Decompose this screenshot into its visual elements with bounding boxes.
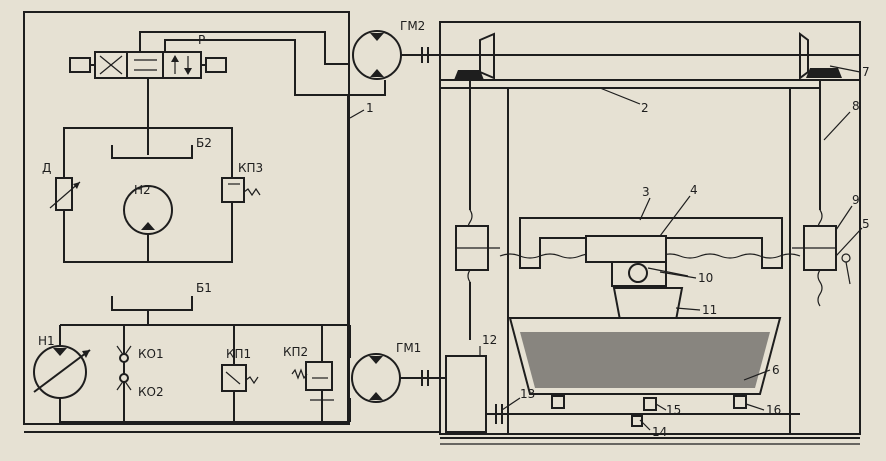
hydraulic-circuit: Р Б2 Н2 Д КП3 Б1 — [23, 11, 446, 433]
label-b2: Б2 — [196, 136, 212, 150]
bevel-gear-left-icon — [479, 32, 495, 80]
support-mid — [643, 397, 657, 411]
callout-3: 3 — [642, 185, 650, 199]
callout-15: 15 — [666, 403, 681, 417]
callout-4: 4 — [690, 183, 698, 197]
handwheel-icon — [841, 253, 851, 263]
solenoid-left-icon — [69, 57, 91, 73]
callout-7: 7 — [862, 65, 870, 79]
label-gm2: ГМ2 — [400, 19, 425, 33]
gearbox-12 — [445, 355, 487, 433]
relief-valve-kp2-icon — [305, 361, 333, 391]
bulk-material — [520, 332, 770, 388]
callout-13: 13 — [520, 387, 535, 401]
callout-6: 6 — [772, 363, 780, 377]
label-ko1: КО1 — [138, 347, 164, 361]
callout-16: 16 — [766, 403, 781, 417]
support-right — [733, 395, 747, 409]
callout-10: 10 — [698, 271, 713, 285]
callout-2: 2 — [641, 101, 649, 115]
relief-valve-kp1-icon — [221, 364, 247, 392]
tank-b2-icon — [111, 145, 193, 159]
label-b1: Б1 — [196, 281, 212, 295]
callout-1: 1 — [366, 101, 374, 115]
label-kp1: КП1 — [226, 347, 251, 361]
directional-valve-p — [69, 51, 227, 79]
solenoid-right-icon — [205, 57, 227, 73]
label-ko2: КО2 — [138, 385, 164, 399]
support-left — [551, 395, 565, 409]
callout-9: 9 — [852, 193, 860, 207]
machine-frame — [439, 21, 861, 435]
throttle-d-icon — [55, 177, 73, 211]
label-n2: Н2 — [134, 183, 151, 197]
bevel-gear-right-icon — [799, 32, 809, 80]
sensor-14 — [631, 415, 643, 427]
callout-5: 5 — [862, 217, 870, 231]
carriage — [585, 235, 667, 263]
line-valve-gm2-lower — [164, 39, 386, 96]
label-d: Д — [42, 161, 51, 175]
callout-11: 11 — [702, 303, 717, 317]
mechanical-assembly: 2 3 4 5 6 7 8 9 10 11 12 13 14 15 16 — [439, 21, 870, 445]
callout-8: 8 — [852, 99, 860, 113]
label-gm1: ГМ1 — [396, 341, 421, 355]
callout-12: 12 — [482, 333, 497, 347]
label-n1: Н1 — [38, 334, 55, 348]
callout-14: 14 — [652, 425, 667, 439]
relief-valve-kp3-icon — [221, 177, 245, 203]
roller-icon — [628, 263, 648, 283]
label-kp3: КП3 — [238, 161, 263, 175]
traverse-beam — [519, 217, 783, 269]
working-tool — [612, 287, 684, 321]
tank-b1-icon — [111, 296, 193, 311]
label-kp2: КП2 — [283, 345, 308, 359]
line-valve-gm2-upper — [139, 31, 350, 65]
